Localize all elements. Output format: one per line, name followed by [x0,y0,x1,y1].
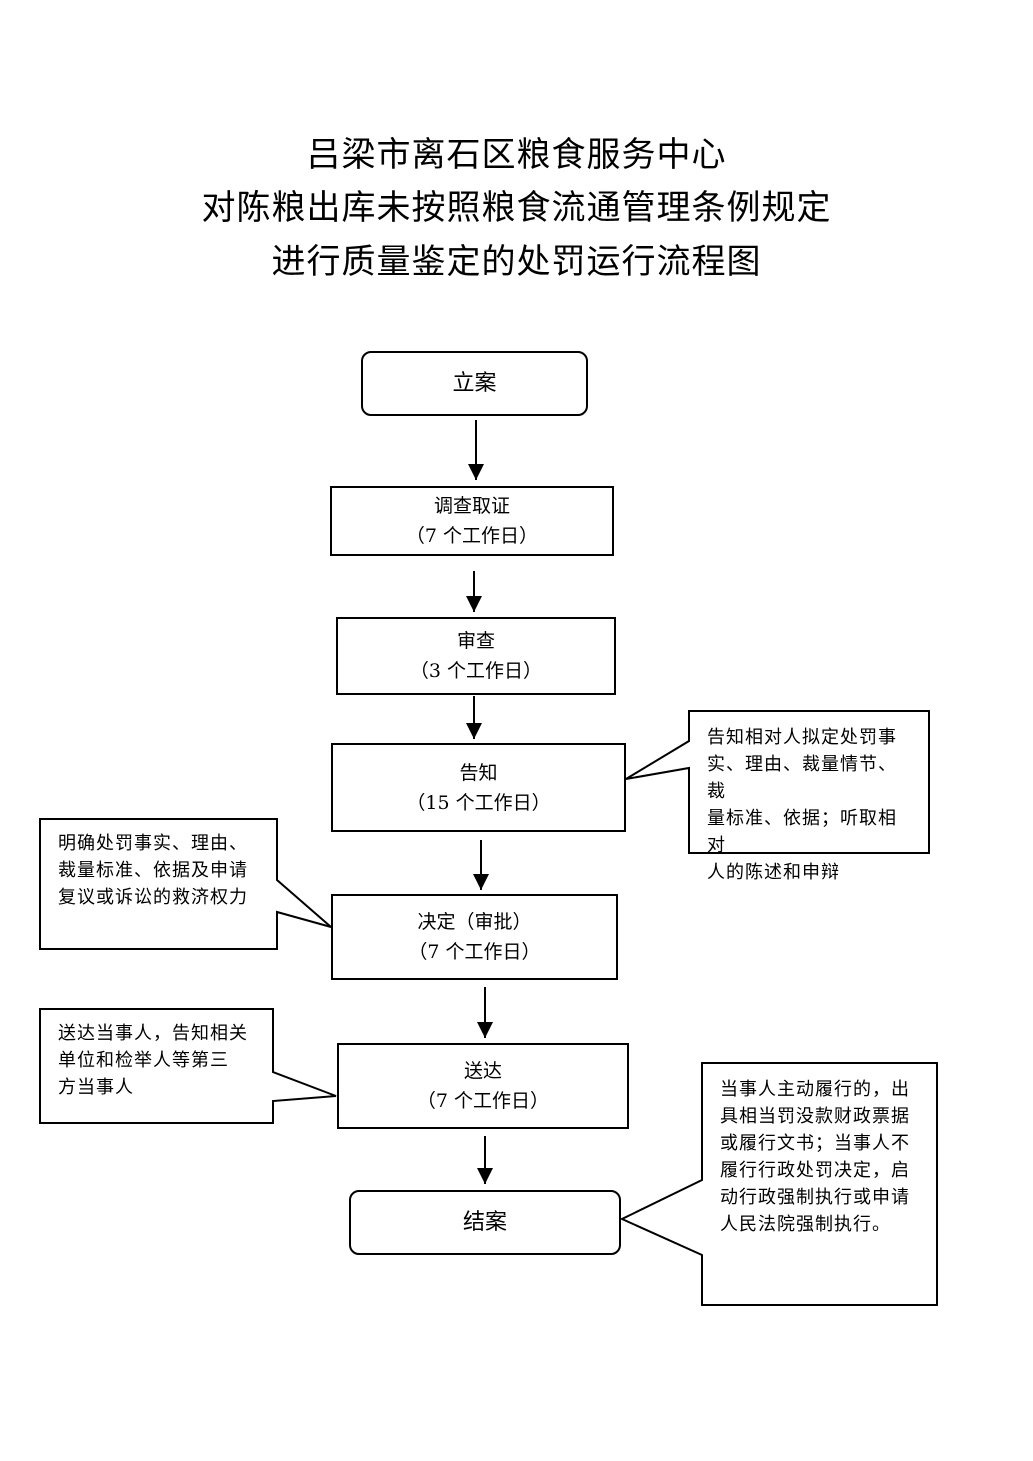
step-filing: 立案 [361,351,588,416]
step-notification-label: 告知 [459,761,498,784]
note-closing-text: 当事人主动履行的，出 具相当罚没款财政票据 或履行文书；当事人不 履行行政处罚决… [720,1079,910,1235]
step-filing-label: 立案 [452,370,497,396]
note-decision-text: 明确处罚事实、理由、 裁量标准、依据及申请 复议或诉讼的救济权力 [58,833,248,908]
step-decision-duration: （7 个工作日） [408,941,541,963]
step-closing: 结案 [349,1190,621,1255]
step-notification-duration: （15 个工作日） [406,791,551,814]
step-delivery-duration: （7 个工作日） [416,1090,550,1112]
step-decision: 决定（审批） （7 个工作日） [331,894,618,980]
step-closing-label: 结案 [462,1209,507,1235]
page-title-line-1: 吕梁市离石区粮食服务中心 [306,135,727,175]
callout-closing-note [619,1062,938,1306]
note-notification-text: 告知相对人拟定处罚事 实、理由、裁量情节、裁 量标准、依据；听取相对 人的陈述和… [707,727,897,883]
step-decision-label: 决定（审批） [417,911,532,933]
page-title-line-3: 进行质量鉴定的处罚运行流程图 [271,242,762,282]
step-review-label: 审查 [456,630,495,652]
step-delivery-label: 送达 [463,1060,502,1082]
step-delivery: 送达 （7 个工作日） [337,1043,629,1129]
note-delivery-text: 送达当事人，告知相关 单位和检举人等第三 方当事人 [58,1023,248,1098]
callout-delivery-note [39,1008,337,1124]
callout-notification-note [625,710,930,854]
callout-decision-note [39,818,332,950]
step-investigation: 调查取证 （7 个工作日） [330,486,614,556]
step-investigation-label: 调查取证 [433,495,510,517]
step-review: 审查 （3 个工作日） [336,617,616,695]
step-notification: 告知 （15 个工作日） [331,743,626,832]
step-review-duration: （3 个工作日） [409,660,543,682]
page-title-line-2: 对陈粮出库未按照粮食流通管理条例规定 [201,188,832,228]
step-investigation-duration: （7 个工作日） [405,525,539,547]
